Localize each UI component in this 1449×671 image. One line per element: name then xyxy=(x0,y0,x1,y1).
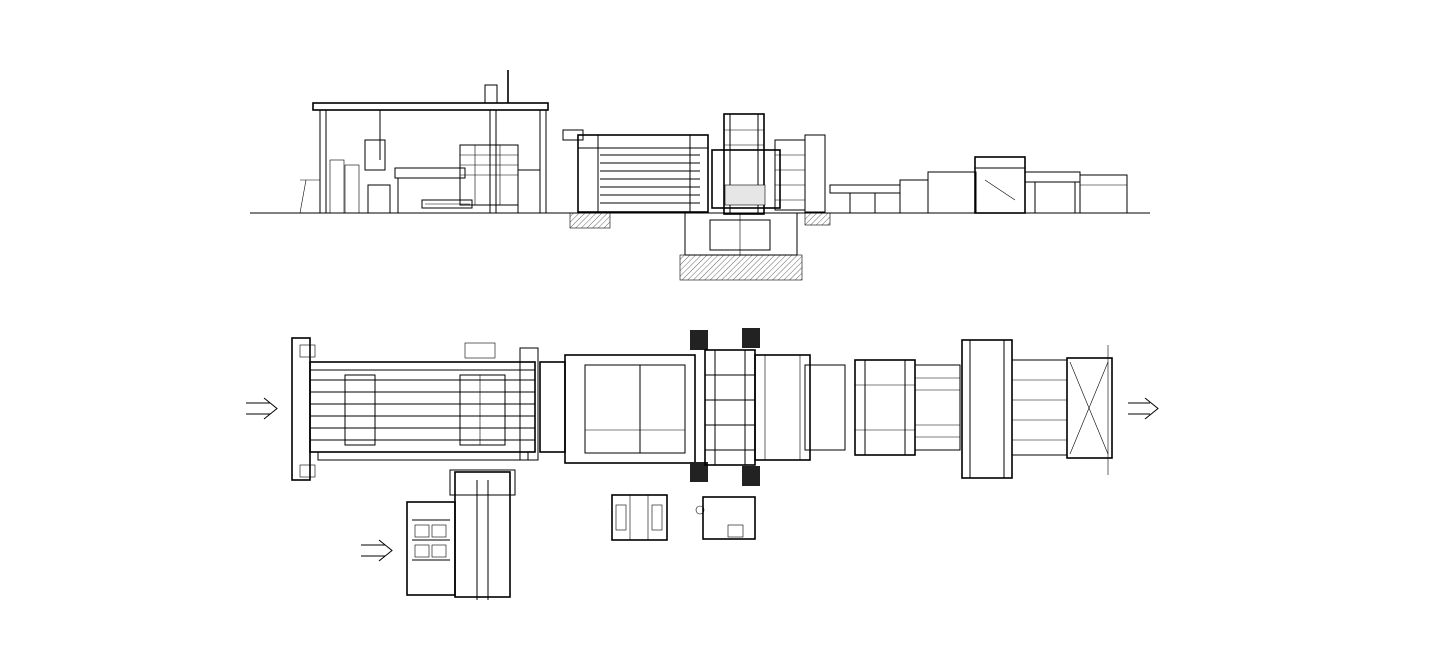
plan-detail-boxes xyxy=(611,494,756,541)
side-elevation-view xyxy=(250,70,1150,281)
right-arrow-icon xyxy=(361,539,393,562)
right-arrow-icon xyxy=(1128,397,1159,420)
top-plan-view xyxy=(246,328,1159,600)
outfeed-conveyors xyxy=(829,156,1128,214)
multi-layer-rack xyxy=(562,129,709,229)
plan-side-feeder xyxy=(406,469,516,600)
plan-loader-station xyxy=(291,337,539,481)
plan-press-section xyxy=(704,328,846,486)
gantry-loader-frame xyxy=(299,70,549,214)
plan-rack-section xyxy=(539,330,708,482)
hot-press-with-pit xyxy=(679,113,831,281)
plan-outfeed-section xyxy=(854,339,1113,479)
right-arrow-icon xyxy=(246,397,278,420)
